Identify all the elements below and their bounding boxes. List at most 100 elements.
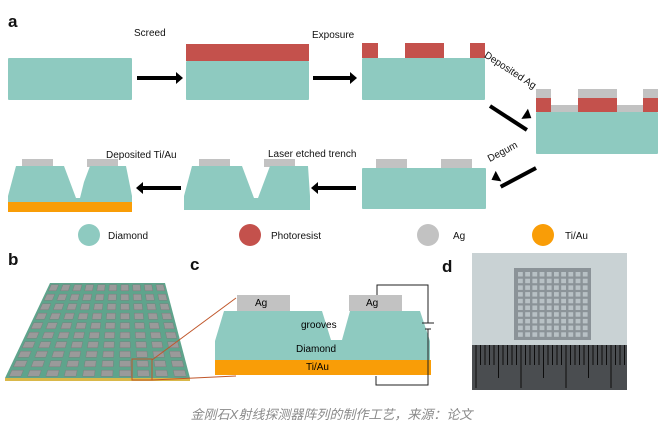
zoom-callout-lines [131,297,237,381]
label-exposure: Exposure [312,30,355,41]
step3-photoresist-right [470,43,485,58]
chip-pixel [525,332,530,337]
chip-pixel [546,285,552,290]
array-pixel-pad [150,332,162,339]
panel-label-a: a [8,12,18,31]
step5-ag-right [441,159,472,168]
chip-pixel [532,312,538,317]
chip-pixel [568,272,574,277]
legend-diamond-swatch [78,224,100,246]
arrow-head-icon [488,170,502,186]
chip-pixel [561,292,566,297]
label-screed: Screed [134,28,166,39]
label-laser-etched-trench: Laser etched trench [268,149,357,160]
legend-ag-swatch [417,224,439,246]
legend-ag-label: Ag [453,231,466,242]
cross-section-ag-left [237,295,290,311]
chip-pixel [554,278,559,284]
chip-pixel [554,285,559,290]
legend-diamond-label: Diamond [108,231,149,242]
chip-pixel [546,298,552,304]
chip-pixel [568,285,574,290]
array-pixel-pad [56,294,68,301]
array-pixel-pad [66,360,80,367]
chip-pixel [568,312,574,317]
chip-pixel [561,278,566,284]
chip-pixel [539,285,545,290]
array-pixel-pad [48,284,60,291]
chip-pixel [575,318,581,324]
chip-pixel [532,332,538,337]
array-pixel-pad [147,313,159,320]
chip-pixel [518,285,523,290]
array-pixel-pad [103,341,115,348]
chip-pixel [518,332,523,337]
chip-pixel [568,278,574,284]
chip-pixel [546,325,552,331]
chip-pixel [554,312,559,317]
array-pixel-pad [77,313,89,320]
chip-pixel [546,305,552,310]
array-pixel-pad [119,351,131,358]
array-pixel-pad [159,303,170,310]
array-pixel-pad [94,294,105,301]
array-pixel-pad [137,370,150,377]
chip-pixel [575,305,581,310]
array-pixel-pad [120,322,130,329]
array-pixel-pad [90,322,101,329]
chip-pixel [554,272,559,277]
chip-pixel [568,325,574,331]
step4-diamond-substrate [536,112,658,154]
array-pixel-pad [66,303,78,310]
chip-pixel [575,332,581,337]
chip-pixel [539,298,545,304]
array-pixel-pad [100,370,114,377]
array-pixel-pad [82,294,93,301]
array-pixel-pad [70,341,83,348]
chip-pixel [525,318,530,324]
chip-pixel [532,285,538,290]
array-pixel-pad [34,351,49,358]
device-photo [472,253,627,390]
cross-section-diamond [215,311,430,360]
array-pixel-pad [171,360,185,367]
array-pixel-pad [69,294,80,301]
chip-pixel [575,285,581,290]
chip-pixel [568,298,574,304]
array-pixel-pad [135,341,147,348]
array-pixel-pad [57,332,70,339]
chip-pixel [575,298,581,304]
chip-pixel [561,298,566,304]
arrow-left-icon [143,186,181,190]
array-pixel-pad [153,360,167,367]
array-pixel-pad [104,332,115,339]
array-pixel-pad [132,284,141,291]
array-pixel-pad [68,351,82,358]
panel-label-c: c [190,255,200,274]
array-pixel-pad [91,313,103,320]
chip-pixel [582,332,588,337]
array-pixel-pad [101,360,114,367]
array-pixel-pad [155,284,166,291]
legend-tiau-label: Ti/Au [565,231,588,242]
chip-pixel [546,272,552,277]
chip-pixel [539,312,545,317]
step7-tiau-layer [8,202,132,212]
chip-pixel [518,312,523,317]
chip-pixel [568,292,574,297]
step3-diamond-substrate [362,58,485,100]
array-pixel-pad [17,351,32,358]
chip-pixel [554,332,559,337]
chip-pixel [532,318,538,324]
array-pixel-pad [84,284,94,291]
array-pixel-pad [60,322,73,329]
step7-trenched-diamond [8,166,132,202]
array-pixel-pad [79,303,91,310]
chip-pixel [518,292,523,297]
chip-pixel [525,272,530,277]
chip-pixel [539,278,545,284]
array-pixel-pad [155,370,169,377]
array-pixel-pad [107,294,117,301]
arrow-head-icon [350,72,357,84]
cross-section-grooves-label: grooves [301,320,337,331]
